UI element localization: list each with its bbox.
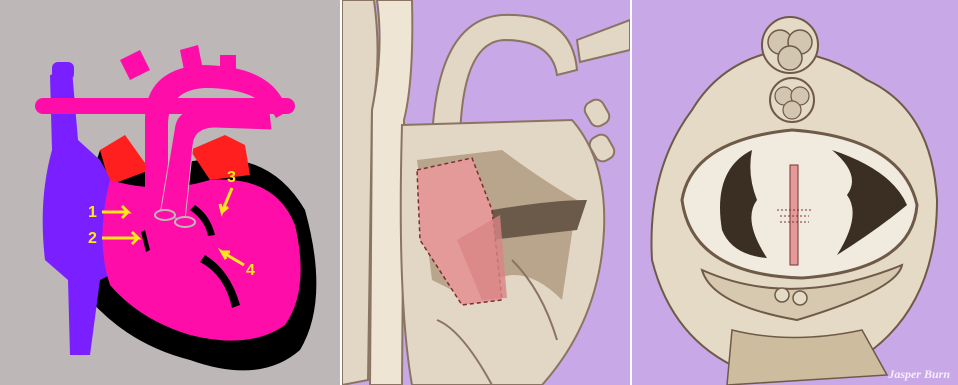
artist-signature: Jasper Burn xyxy=(887,367,950,381)
papillary-2 xyxy=(793,291,807,305)
vessel-opening-2 xyxy=(175,217,195,227)
surgical-repair-panel xyxy=(342,0,630,385)
septal-patch-vertical xyxy=(790,165,798,265)
vena-cava-top xyxy=(52,62,74,80)
papillary-1 xyxy=(775,288,789,302)
transverse-vessel xyxy=(35,98,295,114)
arch-branch-3 xyxy=(220,55,236,75)
lower-fold xyxy=(727,330,887,385)
vessel-opening-1 xyxy=(155,210,175,220)
schematic-heart-panel: 1 2 3 4 xyxy=(0,0,340,385)
svg-text:2: 2 xyxy=(88,230,97,247)
valve-view-panel: Jasper Burn xyxy=(632,0,958,385)
svg-text:4: 4 xyxy=(246,262,255,279)
svg-text:3: 3 xyxy=(227,169,236,186)
svg-text:1: 1 xyxy=(88,204,97,221)
